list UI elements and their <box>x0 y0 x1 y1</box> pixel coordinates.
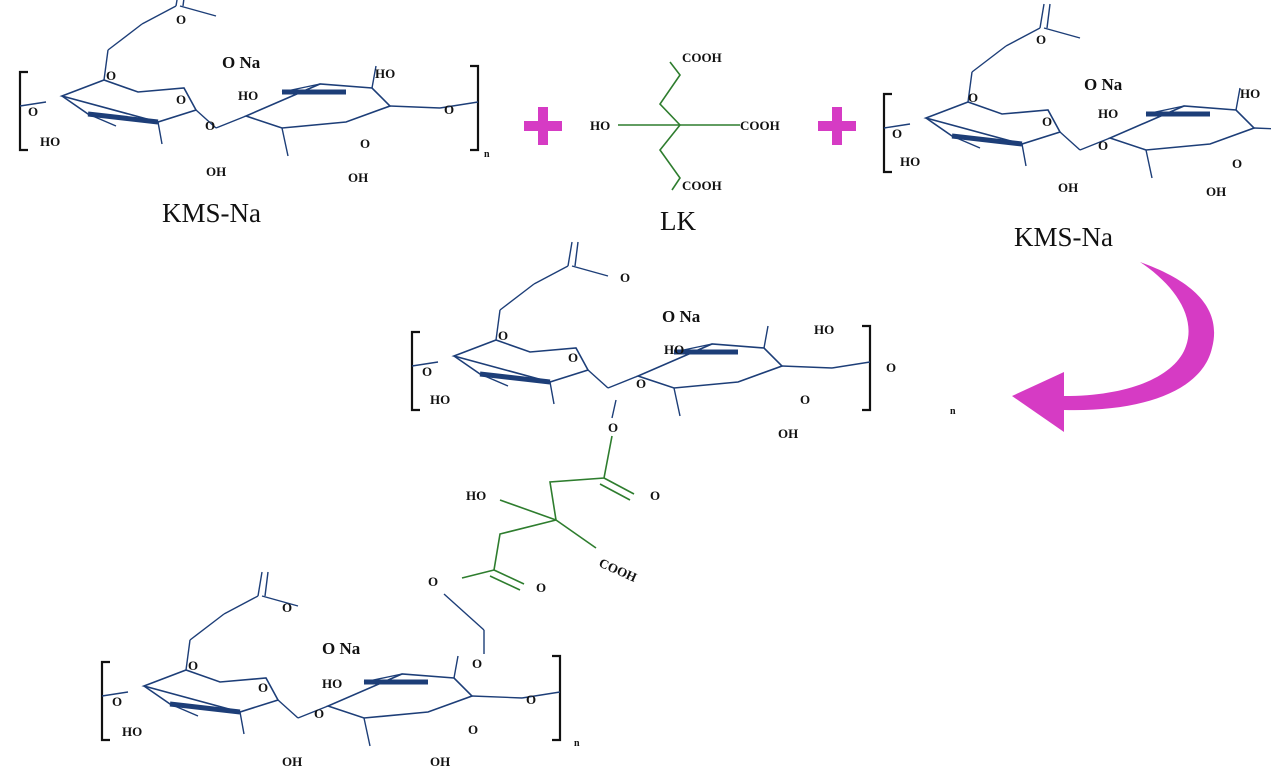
atom-o-na: O Na <box>322 639 361 658</box>
atom-o: O <box>472 656 482 671</box>
atom-o: O <box>1036 32 1046 47</box>
atom-o: O <box>568 350 578 365</box>
atom-ho: HO <box>40 134 60 149</box>
product-unit-middle: O HO O O O O Na O HO HO O OH O n O <box>412 242 956 441</box>
atom-o: O <box>636 376 646 391</box>
atom-o: O <box>536 580 546 595</box>
atom-o: O <box>176 92 186 107</box>
product-unit-bottom: O HO O O O O Na OH O HO O O OH O n <box>102 572 580 769</box>
atom-o: O <box>892 126 902 141</box>
atom-o: O <box>360 136 370 151</box>
crosslinker-lk: COOH HO COOH COOH LK <box>590 50 780 236</box>
repeat-n: n <box>950 406 956 417</box>
atom-o: O <box>1232 156 1242 171</box>
citrate-crosslink: O HO COOH O O <box>428 435 660 654</box>
atom-ho: HO <box>900 154 920 169</box>
atom-ho: HO <box>122 724 142 739</box>
atom-o: O <box>1098 138 1108 153</box>
atom-o: O <box>620 270 630 285</box>
atom-o: O <box>526 692 536 707</box>
atom-ho: HO <box>814 322 834 337</box>
atom-oh: OH <box>430 754 450 769</box>
kms-na-top-right: O HO O O O O Na OH O HO HO O OH KMS-Na <box>884 4 1271 252</box>
atom-ho: HO <box>1098 106 1118 121</box>
atom-o: O <box>498 328 508 343</box>
repeat-n: n <box>484 149 490 160</box>
label-kms-na-left: KMS-Na <box>162 198 261 228</box>
atom-o: O <box>886 360 896 375</box>
atom-o: O <box>188 658 198 673</box>
atom-ho: HO <box>238 88 258 103</box>
atom-o-na: O Na <box>1084 75 1123 94</box>
atom-ho: HO <box>664 342 684 357</box>
label-kms-na-right: KMS-Na <box>1014 222 1113 252</box>
atom-o: O <box>28 104 38 119</box>
atom-o: O <box>176 12 186 27</box>
atom-o: O <box>282 600 292 615</box>
atom-o: O <box>1042 114 1052 129</box>
atom-oh: OH <box>348 170 368 185</box>
atom-o: O <box>444 102 454 117</box>
atom-o: O <box>205 118 215 133</box>
atom-o-ester: O <box>608 420 618 435</box>
atom-o-na: O Na <box>222 53 261 72</box>
group-cooh-mid: COOH <box>740 118 780 133</box>
atom-o: O <box>422 364 432 379</box>
atom-o: O <box>650 488 660 503</box>
repeat-n: n <box>574 738 580 749</box>
atom-o: O <box>106 68 116 83</box>
atom-oh: OH <box>1206 184 1226 199</box>
atom-o: O <box>314 706 324 721</box>
plus-icon <box>524 107 562 145</box>
group-ho: HO <box>590 118 610 133</box>
atom-o-ester: O <box>428 574 438 589</box>
atom-o: O <box>968 90 978 105</box>
atom-oh: OH <box>206 164 226 179</box>
group-ho-linker: HO <box>466 488 486 503</box>
atom-oh: OH <box>1058 180 1078 195</box>
atom-o-na: O Na <box>662 307 701 326</box>
plus-icon <box>818 107 856 145</box>
atom-o: O <box>112 694 122 709</box>
atom-oh: OH <box>778 426 798 441</box>
atom-o: O <box>800 392 810 407</box>
atom-ho: HO <box>322 676 342 691</box>
atom-ho: HO <box>1240 86 1260 101</box>
atom-o: O <box>468 722 478 737</box>
reaction-arrow-icon <box>1012 262 1215 432</box>
group-cooh-bottom: COOH <box>682 178 722 193</box>
atom-ho: HO <box>375 66 395 81</box>
group-cooh-linker: COOH <box>597 555 639 585</box>
atom-o: O <box>258 680 268 695</box>
atom-ho: HO <box>430 392 450 407</box>
group-cooh-top: COOH <box>682 50 722 65</box>
atom-oh: OH <box>282 754 302 769</box>
label-lk: LK <box>660 206 696 236</box>
kms-na-top-left: O HO O O O O Na OH O HO HO O OH O n KMS-… <box>20 0 490 228</box>
